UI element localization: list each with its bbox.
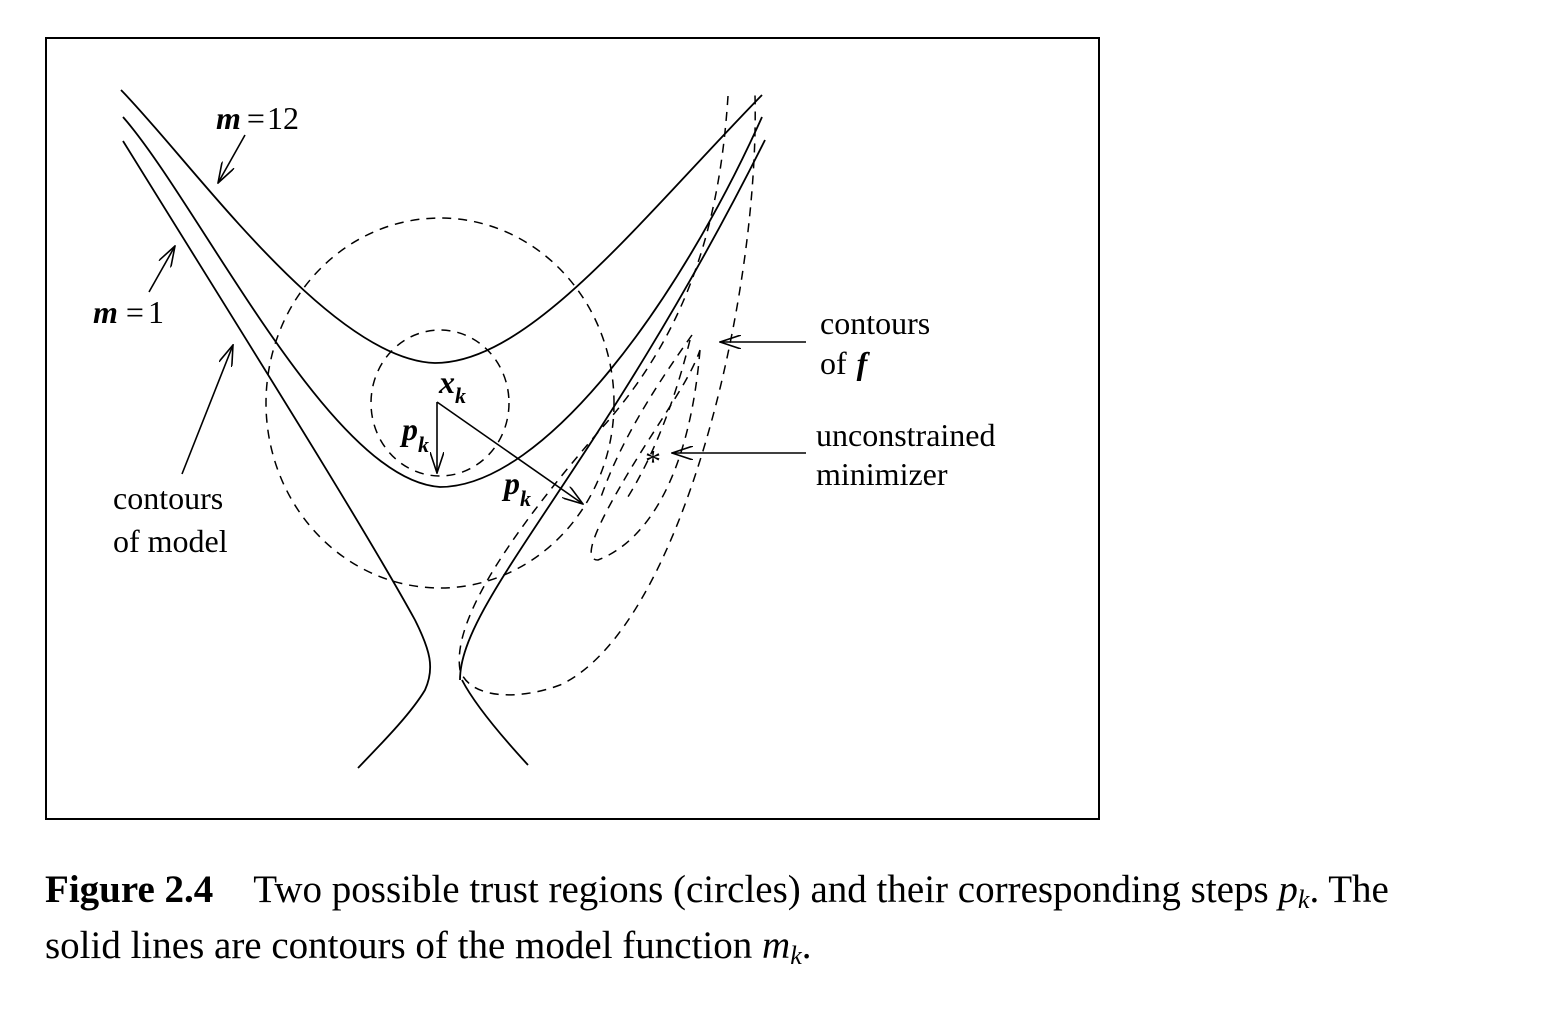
f-contour-outer [458,94,756,696]
minimizer-marker: * [645,443,661,479]
f-contour-middle [590,349,701,561]
model-contour-m1-right [461,679,529,766]
model-contour-mid-right [459,139,766,681]
figure-number: Figure 2.4 [45,868,214,911]
pointer-m12 [218,134,246,183]
pointer-contours-model [181,345,233,475]
label-unconstrained-minimizer-line1: unconstrained [816,417,996,453]
pointer-m1 [148,246,175,293]
f-contour-inner-2 [625,339,691,501]
label-m-equals-1: m=1 [93,294,164,330]
trust-region-small [370,329,510,477]
model-contour-mid-left [122,116,763,488]
model-contour-m12 [120,89,763,364]
label-m-equals-12: m=12 [216,100,299,136]
label-contours-of-model-line1: contours [113,480,223,516]
f-contour-inner [599,334,693,501]
label-pk-small: pk [399,411,429,457]
label-pk-large: pk [501,465,531,511]
model-contour-m1-left [122,140,432,769]
label-unconstrained-minimizer-line2: minimizer [816,456,948,492]
figure-frame [45,37,1100,820]
trust-region-large [265,217,615,589]
label-contours-of-model-line2: of model [113,523,228,559]
label-xk: xk [438,364,466,408]
caption-line-2: solid lines are contours of the model fu… [45,924,812,970]
step-large-arrow [436,401,583,504]
label-contours-of-f-line1: contours [820,305,930,341]
